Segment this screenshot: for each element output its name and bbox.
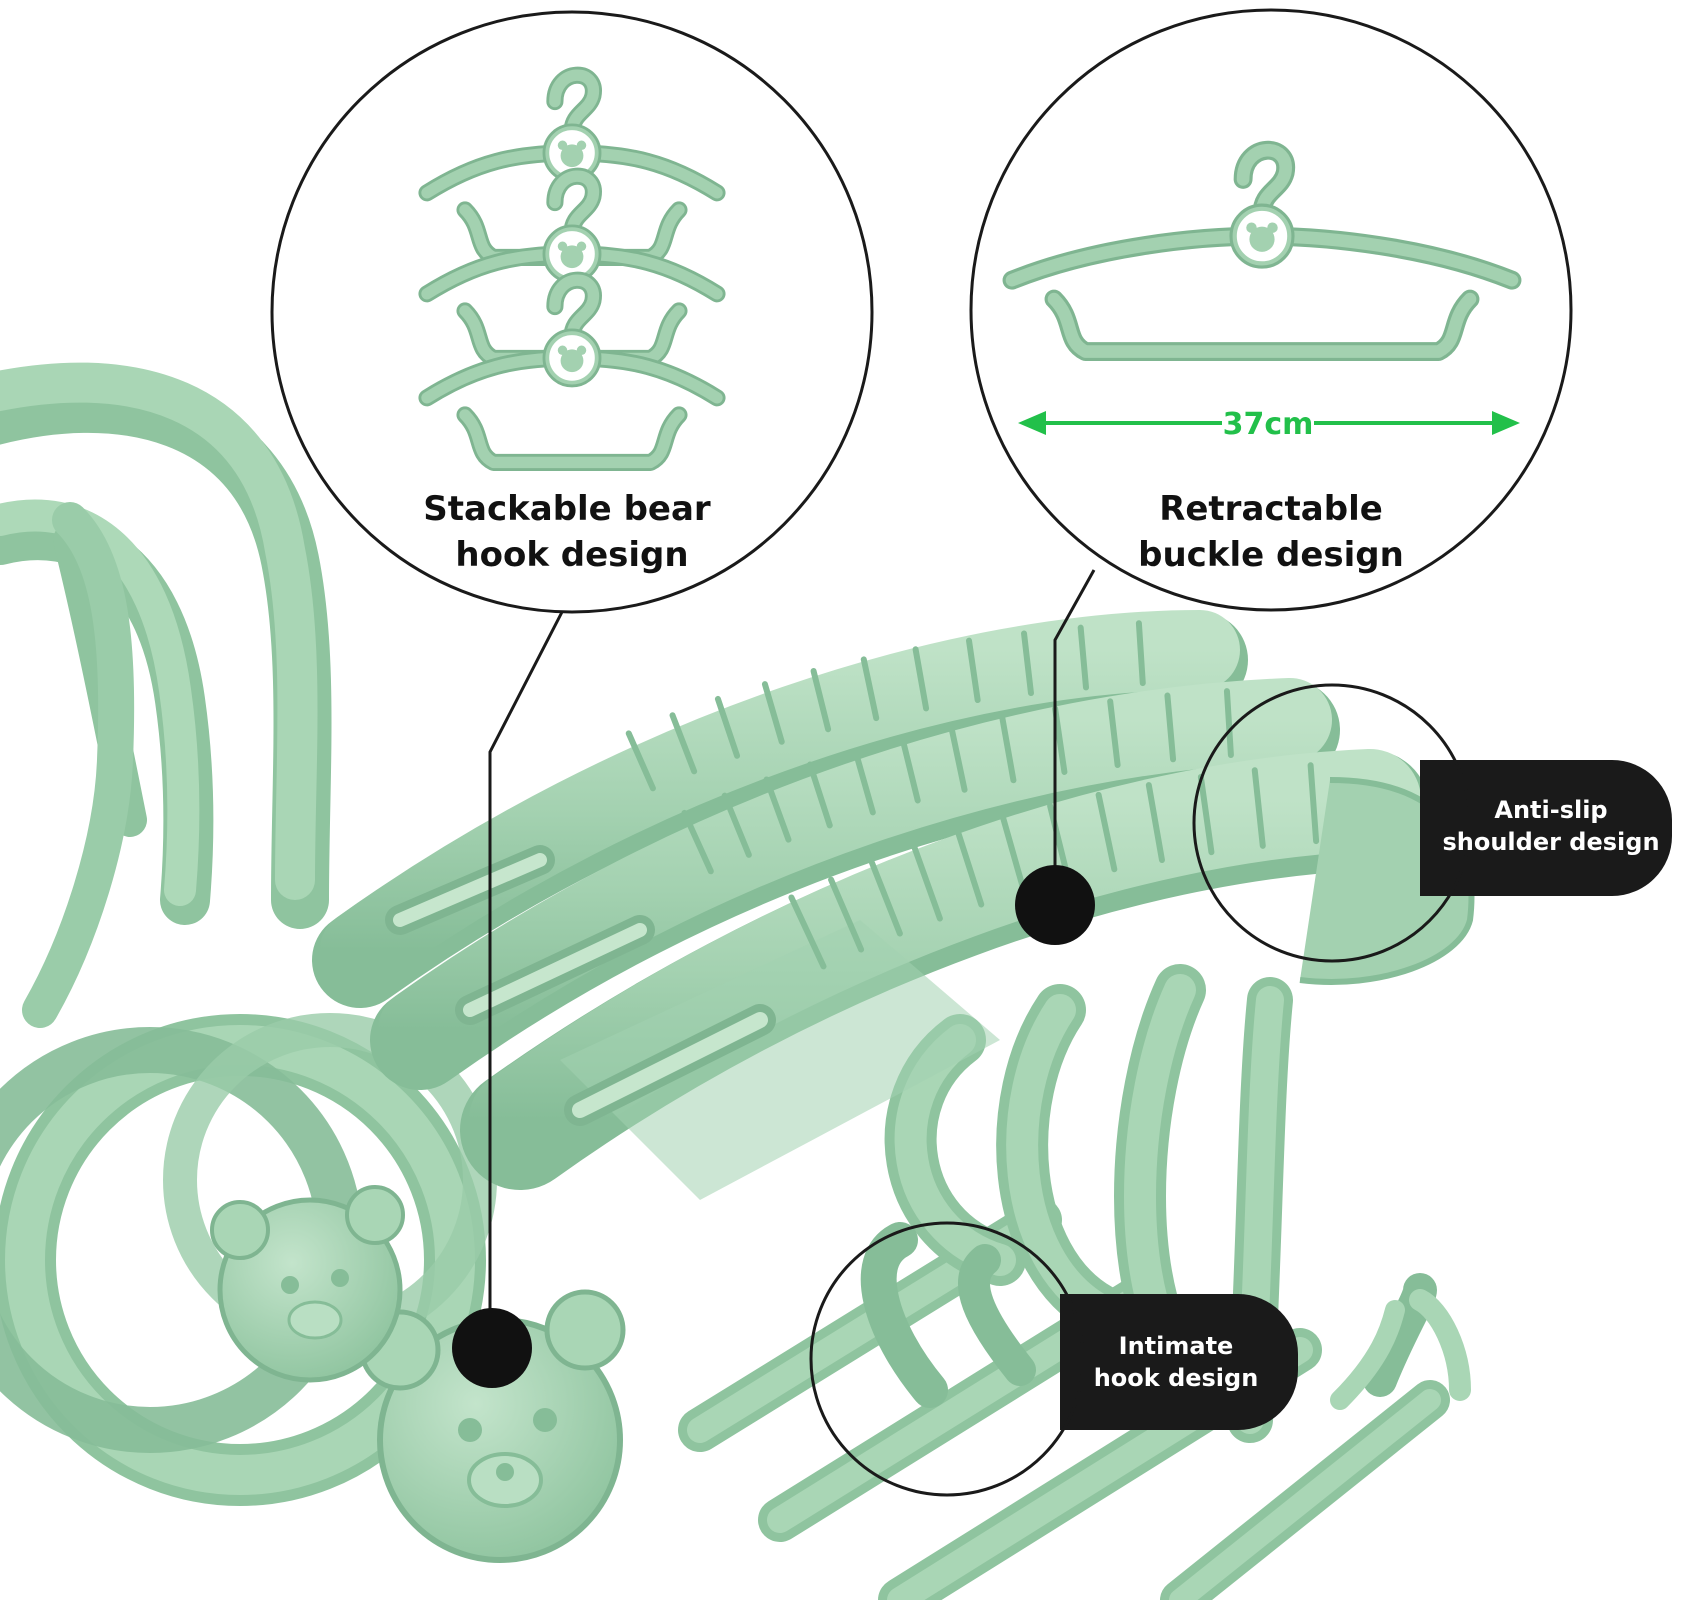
callout-dot <box>452 1308 532 1388</box>
anti-slip-ridges <box>625 620 1320 970</box>
intimate-title-line2: hook design <box>1094 1364 1259 1392</box>
single-bear-hanger-icon <box>1002 140 1522 362</box>
measurement-arrow: 37cm <box>1018 407 1520 442</box>
stacked-bear-hangers-icon <box>418 66 726 471</box>
measurement-label: 37cm <box>1223 407 1314 442</box>
callout-circle <box>270 10 874 614</box>
bear-face-front <box>359 1289 626 1563</box>
callout-dot <box>1015 865 1095 945</box>
callout-anti-slip: Anti-slip shoulder design <box>1192 683 1672 963</box>
callout-stackable: Stackable bear hook design <box>270 10 874 1388</box>
callout-retractable: 37cm Retractable buckle design <box>969 8 1573 945</box>
retractable-title-line2: buckle design <box>1138 535 1404 575</box>
callout-ring <box>809 1221 1085 1497</box>
callout-circle <box>969 8 1573 612</box>
anti-slip-title-line2: shoulder design <box>1442 828 1659 856</box>
callout-leader-line <box>1053 569 1096 905</box>
retractable-title-line1: Retractable <box>1159 489 1383 529</box>
hanger-hook-backs <box>0 362 332 1028</box>
callout-intimate: Intimate hook design <box>809 1221 1298 1497</box>
callout-leader-line <box>488 611 564 1348</box>
callout-ring <box>1192 683 1472 963</box>
bear-face-back <box>210 1185 405 1383</box>
anti-slip-title-line1: Anti-slip <box>1494 796 1607 824</box>
intimate-title-line1: Intimate <box>1119 1332 1234 1360</box>
stackable-title-line2: hook design <box>455 535 688 575</box>
stackable-title-line1: Stackable bear <box>423 489 711 529</box>
hanger-small-hooks <box>860 1222 1471 1410</box>
hanger-retract-rods <box>385 845 776 1126</box>
